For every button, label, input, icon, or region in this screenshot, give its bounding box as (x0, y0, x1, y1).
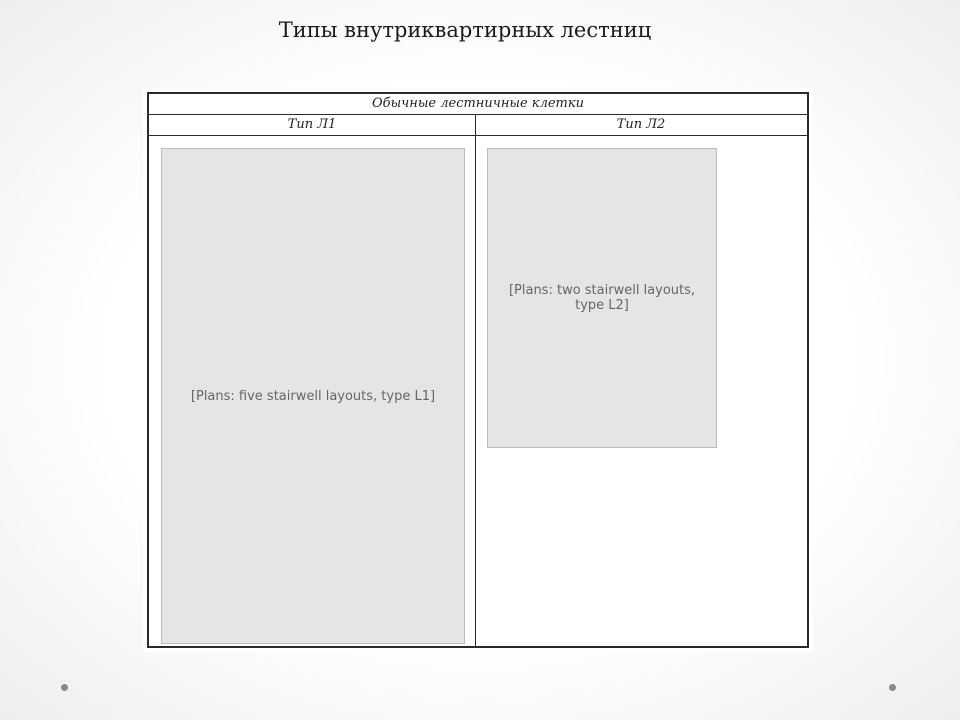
plans-l1-placeholder: [Plans: five stairwell layouts, type L1] (161, 148, 465, 644)
nav-dot-right[interactable] (889, 684, 896, 691)
stairwell-figure: Обычные лестничные клетки Тип Л1 Тип Л2 … (143, 88, 813, 652)
column-header-l1: Тип Л1 (149, 114, 475, 136)
column-divider (475, 114, 476, 646)
figure-header: Обычные лестничные клетки (149, 94, 807, 115)
column-header-l2: Тип Л2 (475, 114, 807, 136)
nav-dot-left[interactable] (61, 684, 68, 691)
slide-title: Типы внутриквартирных лестниц (278, 18, 652, 42)
figure-frame: Обычные лестничные клетки Тип Л1 Тип Л2 … (147, 92, 809, 648)
plans-l2-placeholder: [Plans: two stairwell layouts, type L2] (487, 148, 717, 448)
